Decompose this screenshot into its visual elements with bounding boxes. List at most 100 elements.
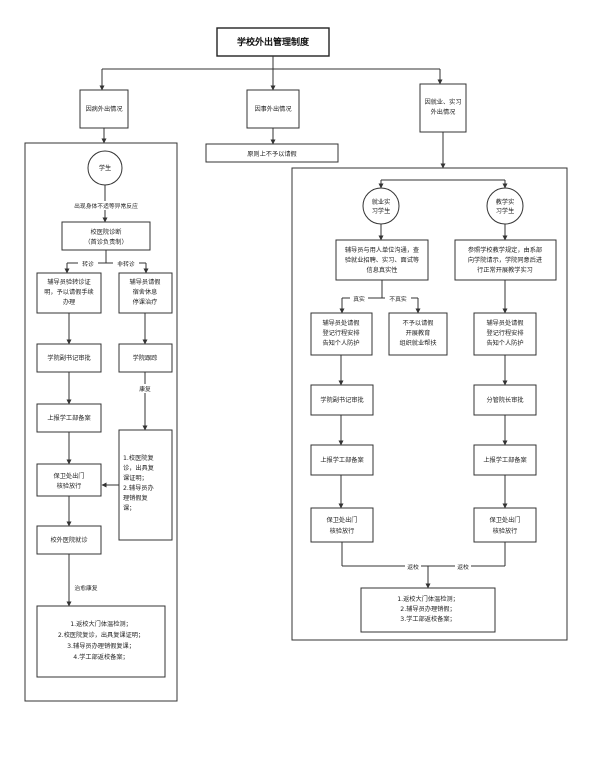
title-text: 学校外出管理制度 (237, 36, 310, 48)
svg-text:因事外出情况: 因事外出情况 (254, 105, 291, 113)
svg-text:校外医院就诊: 校外医院就诊 (50, 536, 88, 544)
svg-text:理销假复: 理销假复 (123, 494, 148, 502)
svg-text:1.返校大门体温检测；: 1.返校大门体温检测； (397, 595, 459, 603)
svg-text:真实: 真实 (353, 295, 365, 303)
svg-text:教学实: 教学实 (496, 198, 515, 206)
svg-text:学院跟踪: 学院跟踪 (133, 354, 158, 362)
svg-text:不真实: 不真实 (389, 295, 407, 303)
return-steps-right-node: 1.返校大门体温检测； 2.辅导员办理销假； 3.学工部返校备案； (360, 587, 496, 633)
svg-text:核验放行: 核验放行 (330, 527, 355, 535)
symptom-label: 出现身体不适等异常反应 (68, 201, 144, 210)
svg-text:3.学工部返校备案；: 3.学工部返校备案； (400, 615, 455, 623)
return-label-b: 返校 (455, 562, 471, 571)
svg-text:课证明；: 课证明； (123, 474, 148, 482)
svg-text:2.辅导员办理销假；: 2.辅导员办理销假； (400, 605, 455, 613)
svg-text:2.辅导员办: 2.辅导员办 (123, 484, 154, 492)
title-node: 学校外出管理制度 (216, 27, 330, 57)
college-track-node: 学院跟踪 (118, 343, 173, 373)
not-real-label: 不真实 (385, 294, 411, 303)
svg-text:2.校医院复诊，出具复课证明；: 2.校医院复诊，出具复课证明； (58, 631, 144, 639)
svg-text:告知个人防护: 告知个人防护 (322, 339, 359, 347)
svg-text:登记行程安排: 登记行程安排 (486, 329, 523, 337)
counselor-leave-teaching-node: 辅导员处请假 登记行程安排 告知个人防护 (473, 312, 537, 356)
recovery-steps-node: 1.校医院复 诊，出具复 课证明； 2.辅导员办 理销假复 课； (118, 429, 173, 541)
top-connectors (99, 56, 443, 91)
svg-text:治愈康复: 治愈康复 (74, 584, 97, 592)
svg-text:登记行程安排: 登记行程安排 (322, 329, 359, 337)
outside-hospital-node: 校外医院就诊 (36, 525, 102, 555)
svg-text:分管院长审批: 分管院长审批 (486, 396, 523, 404)
deny-leave-node: 不予以请假 开展教育 组织就业帮扶 (388, 312, 448, 356)
svg-text:保卫处出门: 保卫处出门 (327, 516, 358, 524)
employment-verify-node: 辅导员与用人单位沟通，查 验就业招聘、实习、面试等 信息真实性 (335, 239, 429, 281)
svg-text:1.返校大门体温检测；: 1.返校大门体温检测； (70, 620, 132, 628)
svg-text:转诊: 转诊 (82, 260, 94, 268)
employment-student-circle: 就业实 习学生 (362, 187, 400, 225)
svg-text:停课治疗: 停课治疗 (133, 298, 158, 306)
svg-text:学院副书记审批: 学院副书记审批 (47, 354, 90, 362)
svg-text:3.辅导员办理销假复课；: 3.辅导员办理销假复课； (67, 642, 135, 650)
branch-affairs-node: 因事外出情况 (246, 89, 300, 129)
svg-text:校医院诊断: 校医院诊断 (91, 228, 122, 236)
svg-text:（首诊负责制）: （首诊负责制） (84, 238, 127, 246)
affairs-result-node: 原则上不予以请假 (205, 143, 339, 163)
svg-text:宿舍休息: 宿舍休息 (133, 288, 158, 296)
report-node: 上报学工部备案 (36, 403, 102, 433)
student-circle: 学生 (87, 150, 123, 186)
svg-text:辅导员请假: 辅导员请假 (130, 278, 161, 286)
svg-text:信息真实性: 信息真实性 (367, 266, 398, 274)
report-right-b-node: 上报学工部备案 (473, 444, 537, 476)
svg-text:学生: 学生 (99, 164, 111, 172)
deputy-secretary-right-node: 学院副书记审批 (310, 384, 374, 416)
svg-text:向学院请示，学院同意后进: 向学院请示，学院同意后进 (468, 256, 542, 264)
svg-text:习学生: 习学生 (372, 207, 391, 215)
real-label: 真实 (350, 294, 368, 303)
svg-text:1.校医院复: 1.校医院复 (123, 454, 154, 462)
svg-text:上报学工部备案: 上报学工部备案 (483, 456, 527, 464)
svg-text:就业实: 就业实 (372, 198, 391, 206)
counselor-transfer-node: 辅导员验转诊证 明，予以请假手续 办理 (36, 272, 102, 314)
svg-text:出现身体不适等异常反应: 出现身体不适等异常反应 (74, 202, 138, 210)
svg-text:行正常开展教学实习: 行正常开展教学实习 (477, 266, 533, 274)
svg-text:辅导员处请假: 辅导员处请假 (486, 319, 523, 327)
svg-text:4.学工部返校备案；: 4.学工部返校备案； (73, 653, 128, 661)
svg-text:辅导员验转诊证: 辅导员验转诊证 (47, 278, 90, 286)
svg-text:原则上不予以请假: 原则上不予以请假 (247, 150, 297, 158)
svg-text:学院副书记审批: 学院副书记审批 (320, 396, 363, 404)
svg-text:习学生: 习学生 (496, 207, 515, 215)
svg-text:上报学工部备案: 上报学工部备案 (320, 456, 364, 464)
svg-text:核验放行: 核验放行 (493, 527, 518, 535)
svg-text:因病外出情况: 因病外出情况 (85, 105, 122, 113)
svg-text:返校: 返校 (407, 563, 419, 571)
report-right-a-node: 上报学工部备案 (310, 444, 374, 476)
svg-text:明，予以请假手续: 明，予以请假手续 (44, 288, 94, 296)
non-transfer-label: 非转诊 (113, 259, 139, 268)
svg-text:开展教育: 开展教育 (406, 329, 431, 337)
svg-text:辅导员与用人单位沟通，查: 辅导员与用人单位沟通，查 (345, 246, 419, 254)
svg-text:保卫处出门: 保卫处出门 (490, 516, 521, 524)
deputy-secretary-node: 学院副书记审批 (36, 343, 102, 373)
svg-text:组织就业帮扶: 组织就业帮扶 (399, 339, 436, 347)
teaching-student-circle: 教学实 习学生 (486, 187, 524, 225)
illness-frame (24, 142, 178, 702)
svg-text:参照学校教学规定，由系部: 参照学校教学规定，由系部 (468, 246, 542, 254)
clinic-node: 校医院诊断 （首诊负责制） (61, 221, 151, 251)
svg-text:康复: 康复 (139, 385, 151, 393)
transfer-label: 转诊 (78, 259, 98, 268)
svg-text:上报学工部备案: 上报学工部备案 (47, 414, 91, 422)
svg-text:验就业招聘、实习、面试等: 验就业招聘、实习、面试等 (345, 256, 419, 264)
svg-text:外出情况: 外出情况 (431, 108, 456, 116)
svg-text:核验放行: 核验放行 (57, 482, 82, 490)
counselor-leave-employment-node: 辅导员处请假 登记行程安排 告知个人防护 (310, 312, 373, 356)
svg-text:非转诊: 非转诊 (117, 260, 135, 268)
guard-right-a-node: 保卫处出门 核验放行 (310, 507, 374, 543)
svg-text:辅导员处请假: 辅导员处请假 (322, 319, 359, 327)
employment-frame (291, 167, 568, 641)
cured-label: 治愈康复 (72, 583, 100, 592)
svg-text:保卫处出门: 保卫处出门 (54, 472, 85, 480)
return-steps-left-node: 1.返校大门体温检测； 2.校医院复诊，出具复课证明； 3.辅导员办理销假复课；… (36, 605, 166, 678)
return-label-a: 返校 (405, 562, 421, 571)
branch-illness-node: 因病外出情况 (79, 89, 129, 129)
svg-text:告知个人防护: 告知个人防护 (486, 339, 523, 347)
